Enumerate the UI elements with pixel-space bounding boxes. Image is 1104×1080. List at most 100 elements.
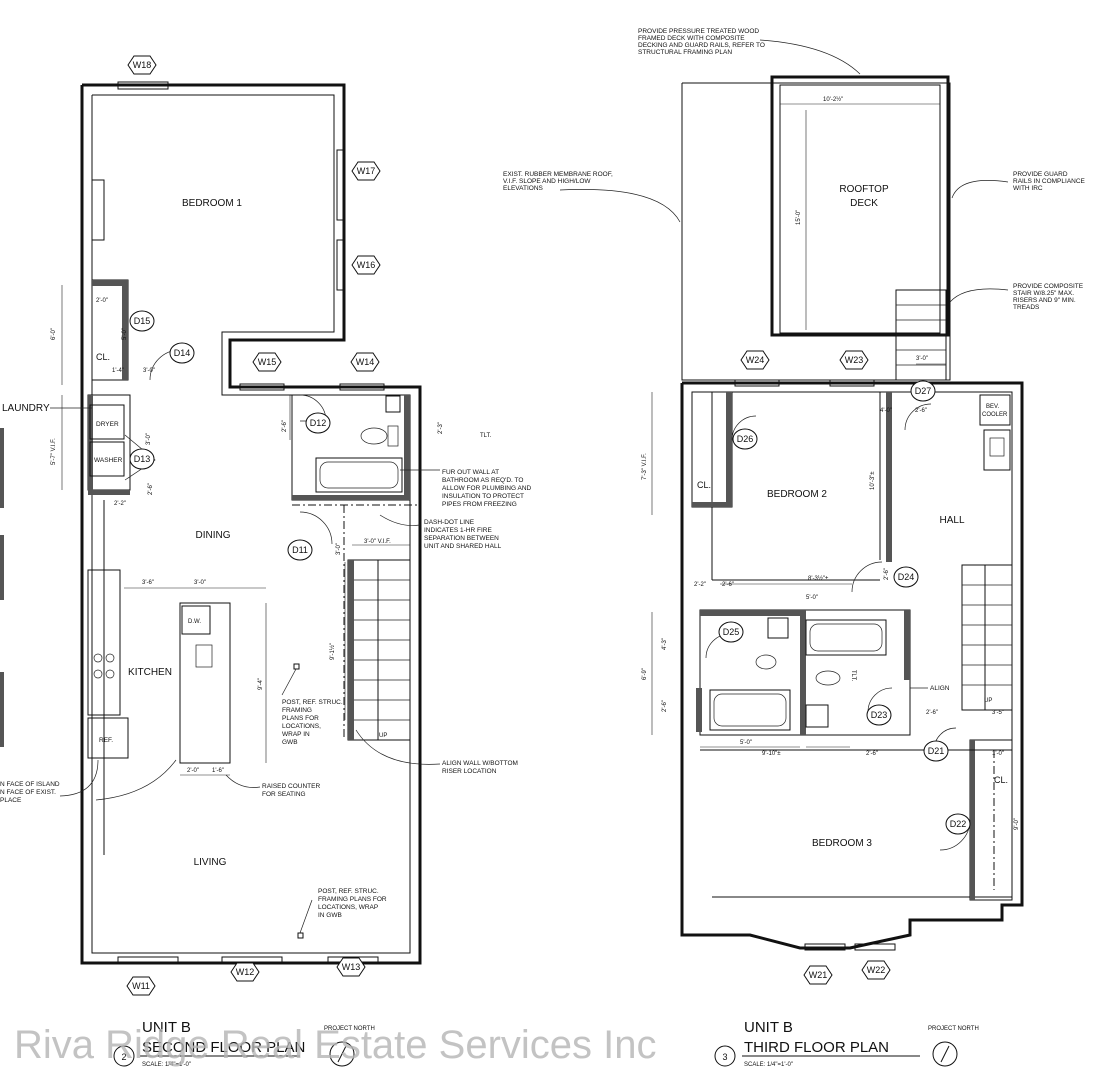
svg-text:W11: W11 [132,981,150,991]
dim-label: 2'-6" [866,751,878,757]
window-tag-w24: W24 [740,350,770,370]
svg-text:D27: D27 [915,386,932,396]
svg-text:D25: D25 [723,627,740,637]
second-floor-walls [80,83,422,965]
dim-label: 2'-6" [884,568,890,580]
svg-text:D11: D11 [292,545,308,555]
stair-up-label: UP [984,698,992,704]
dim-label: 9'-4" [258,678,264,690]
dim-label: 3'-0" [143,368,155,374]
svg-text:PROVIDE COMPOSITE: PROVIDE COMPOSITE [1013,283,1084,290]
third-floor-plan: W24 W23 W21 W22 D27 D26 [503,28,1086,985]
window-tag-w23: W23 [839,350,869,370]
plan-title: SECOND FLOOR PLAN [142,1039,305,1056]
dim-label: 6'-0" [51,328,57,340]
svg-text:TREADS: TREADS [1013,304,1040,311]
svg-text:DECKING AND GUARD RAILS, REFER: DECKING AND GUARD RAILS, REFER TO [638,42,765,49]
note-composite-stair: PROVIDE COMPOSITE STAIR W/8.25" MAX. RIS… [949,283,1084,311]
dim-label: 1'-4" [112,368,124,374]
dim-label: 3'-0" [916,356,928,362]
svg-text:PIPES FROM FREEZING: PIPES FROM FREEZING [442,501,517,508]
svg-text:N FACE OF ISLAND: N FACE OF ISLAND [0,781,60,788]
svg-text:W23: W23 [845,355,864,365]
svg-text:FRAMING: FRAMING [282,707,312,714]
svg-text:POST, REF. STRUC.: POST, REF. STRUC. [282,699,343,706]
plan-number: 2 [121,1052,126,1062]
window-tag-w21: W21 [803,965,833,985]
window-tag-w22: W22 [861,960,891,980]
svg-text:INSULATION TO PROTECT: INSULATION TO PROTECT [442,493,524,500]
note-raised-counter: RAISED COUNTER FOR SEATING [225,774,320,798]
note-dash-dot-line: DASH-DOT LINE INDICATES 1-HR FIRE SEPARA… [379,514,502,550]
room-label-kitchen: KITCHEN [128,667,172,678]
door-tag-d25: D25 [718,621,744,643]
room-label-rooftop-deck-line2: DECK [850,198,878,209]
svg-text:POST, REF. STRUC.: POST, REF. STRUC. [318,888,379,895]
room-label-living: LIVING [194,857,227,868]
svg-text:D24: D24 [898,572,915,582]
svg-text:FOR SEATING: FOR SEATING [262,791,306,798]
svg-text:DASH-DOT LINE: DASH-DOT LINE [424,519,475,526]
second-floor-dimensions [61,285,410,776]
svg-text:W18: W18 [133,60,152,70]
door-tag-d24: D24 [893,566,919,588]
svg-text:FRAMING PLANS FOR: FRAMING PLANS FOR [318,896,387,903]
svg-text:D26: D26 [737,434,754,444]
toilet-label: TLT. [850,670,856,682]
door-tag-d26: D26 [732,428,758,450]
svg-text:RAISED COUNTER: RAISED COUNTER [262,783,320,790]
svg-text:ELEVATIONS: ELEVATIONS [503,185,544,192]
room-label-hall: HALL [939,515,964,526]
third-floor-walls [680,75,1024,950]
window-tag-w18: W18 [127,55,157,75]
svg-text:RISERS AND 9" MIN.: RISERS AND 9" MIN. [1013,297,1076,304]
dim-label: 2'-2" [694,582,706,588]
north-arrow-icon [932,1041,958,1067]
door-tag-d21: D21 [923,740,949,762]
title-block-second-floor: 2 UNIT B SECOND FLOOR PLAN SCALE: 1/4"=1… [113,1019,375,1068]
svg-text:BATHROOM AS REQ'D. TO: BATHROOM AS REQ'D. TO [442,477,523,484]
plan-unit: UNIT B [142,1019,191,1036]
dim-label: 3'-0" [336,543,342,555]
dim-label: 3'-0" [146,433,152,445]
dim-label: 5'-7" V.I.F. [51,438,57,465]
dim-label: 4'-0" [880,408,892,414]
svg-text:PROVIDE PRESSURE TREATED WOOD: PROVIDE PRESSURE TREATED WOOD [638,28,759,35]
door-tag-d15: D15 [129,310,155,332]
svg-text:IN GWB: IN GWB [318,912,342,919]
svg-text:WRAP IN: WRAP IN [282,731,310,738]
dim-label: 10'-2½" [823,96,843,103]
bev-cooler-label-line2: COOLER [982,412,1008,418]
dim-label: 1'-6" [212,768,224,774]
project-north-label: PROJECT NORTH [928,1026,979,1032]
svg-text:D13: D13 [134,454,151,464]
room-label-bedroom-1: BEDROOM 1 [182,198,242,209]
svg-text:W13: W13 [342,962,361,972]
svg-text:D14: D14 [174,348,191,358]
dim-label: 4'-3" [662,638,668,650]
third-floor-dimensions [651,103,946,748]
dim-label: 2'-3" [438,422,444,434]
svg-text:V.I.F. SLOPE AND HIGH/LOW: V.I.F. SLOPE AND HIGH/LOW [503,178,591,185]
svg-text:SEPARATION BETWEEN: SEPARATION BETWEEN [424,535,499,542]
svg-text:RISER LOCATION: RISER LOCATION [442,768,497,775]
align-label: ALIGN [930,685,950,692]
room-label-dining: DINING [196,530,231,541]
door-tag-d13: D13 [129,448,155,470]
door-tag-d23: D23 [866,704,892,726]
dim-label: 2'-6" [282,420,288,432]
window-tag-w17: W17 [351,161,381,181]
svg-text:FUR OUT WALL AT: FUR OUT WALL AT [442,469,499,476]
svg-text:PLANS FOR: PLANS FOR [282,715,319,722]
svg-text:D22: D22 [950,819,967,829]
svg-text:D23: D23 [871,710,888,720]
room-label-bedroom-2: BEDROOM 2 [767,489,827,500]
plan-scale: SCALE: 1/4"=1'-0" [142,1062,191,1068]
plan-unit: UNIT B [744,1019,793,1036]
dim-label: 7'-3" V.I.F. [642,453,648,480]
svg-text:PROVIDE GUARD: PROVIDE GUARD [1013,171,1068,178]
svg-text:INDICATES 1-HR FIRE: INDICATES 1-HR FIRE [424,527,492,534]
dim-label: 8'-3½"± [808,575,829,582]
toilet-label: TLT. [480,433,492,439]
dim-label: 2'-2" [114,501,126,507]
